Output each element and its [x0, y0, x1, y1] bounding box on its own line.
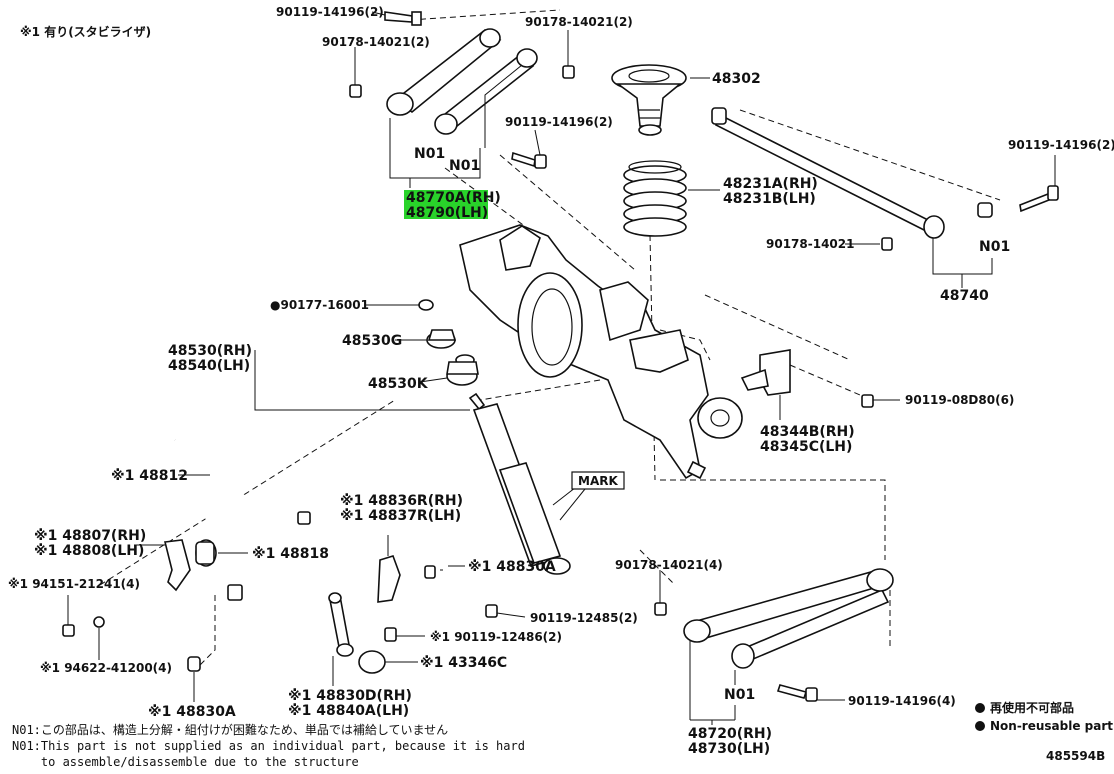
callout-48830a-b: ※1 48830A: [148, 704, 236, 720]
callout-90119-12485: 90119-12485(2): [530, 611, 638, 625]
leader-lines: [134, 11, 1056, 701]
callout-90119-08d80: 90119-08D80(6): [905, 393, 1014, 407]
callout-n01-d: N01: [724, 687, 755, 703]
callout-90119-14196-d: 90119-14196(4): [848, 694, 956, 708]
callout-90119-14196-b: 90119-14196(2): [505, 115, 613, 129]
callout-94151-21241: ※1 94151-21241(4): [8, 577, 140, 591]
callout-48836r: ※1 48836R(RH): [340, 493, 463, 509]
callout-90178-14021-a: 90178-14021(2): [322, 35, 430, 49]
axle-knuckle: [459, 224, 743, 480]
callout-48530g: 48530G: [342, 333, 402, 349]
bump-stop: [611, 64, 687, 136]
n01-bracket-lines: [389, 64, 523, 188]
callout-48540: 48540(LH): [168, 358, 250, 374]
upper-control-arm: [386, 28, 538, 135]
footnote-jp: N01:この部品は、構造上分解・組付けが困難なため、単品では補給していません: [12, 722, 448, 737]
callout-48231b: 48231B(LH): [723, 191, 816, 207]
callout-n01-c: N01: [979, 239, 1010, 255]
legend-bullet-jp: [975, 703, 985, 713]
callout-48818: ※1 48818: [252, 546, 329, 562]
mark-box: [571, 471, 625, 490]
callout-48530: 48530(RH): [168, 343, 252, 359]
shock-absorber: [254, 299, 581, 575]
callout-94622-41200: ※1 94622-41200(4): [40, 661, 172, 675]
mark-leader: [559, 488, 586, 521]
callout-48344b: 48344B(RH): [760, 424, 855, 440]
callout-48830a-a: ※1 48830A: [468, 559, 556, 575]
highlight-48770a: [404, 190, 488, 219]
footnote-en-1: N01:This part is not supplied as an indi…: [12, 739, 525, 753]
header-note: ※1 有り(スタビライザ): [20, 24, 151, 39]
callout-48840a: ※1 48840A(LH): [288, 703, 409, 719]
callout-48302: 48302: [712, 71, 761, 87]
legend-jp: 再使用不可部品: [990, 700, 1074, 715]
callout-mark: MARK: [578, 474, 618, 488]
callout-48530k: 48530K: [368, 376, 429, 392]
callout-48790: 48790(LH): [406, 205, 488, 221]
callout-43346c: ※1 43346C: [420, 655, 507, 671]
callout-48837r: ※1 48837R(LH): [340, 508, 461, 524]
bracket-48344b: [740, 349, 874, 420]
lower-control-arm: [654, 568, 894, 725]
callout-48830d: ※1 48830D(RH): [288, 688, 412, 704]
callout-48808: ※1 48808(LH): [34, 543, 144, 559]
callout-48730: 48730(LH): [688, 741, 770, 757]
legend-en: Non-reusable part: [990, 719, 1113, 733]
figure-id: 485594B: [1046, 749, 1105, 763]
coil-spring: [623, 160, 687, 237]
callout-48231a: 48231A(RH): [723, 176, 818, 192]
callout-48807: ※1 48807(RH): [34, 528, 146, 544]
callout-90178-14021-d: 90178-14021(4): [615, 558, 723, 572]
callout-n01-b: N01: [449, 158, 480, 174]
callout-90177-16001: ●90177-16001: [270, 298, 369, 312]
callout-48720: 48720(RH): [688, 726, 772, 742]
callout-48740: 48740: [940, 288, 989, 304]
footnote-en-2: to assemble/disassemble due to the struc…: [12, 755, 359, 769]
lateral-rod: [711, 107, 1059, 275]
callout-90119-14196-c: 90119-14196(2): [1008, 138, 1114, 152]
callout-48770a: 48770A(RH): [406, 190, 501, 206]
callout-90178-14021-c: 90178-14021: [766, 237, 854, 251]
callout-90119-14196-a: 90119-14196(2): [276, 5, 384, 19]
callout-n01-a: N01: [414, 146, 445, 162]
stabilizer-bar: [62, 438, 498, 702]
callout-48812: ※1 48812: [111, 468, 188, 484]
legend-bullet-en: [975, 721, 985, 731]
bolts-top: [349, 11, 575, 169]
callout-48345c: 48345C(LH): [760, 439, 852, 455]
callout-90119-12486: ※1 90119-12486(2): [430, 630, 562, 644]
callout-90178-14021-b: 90178-14021(2): [525, 15, 633, 29]
